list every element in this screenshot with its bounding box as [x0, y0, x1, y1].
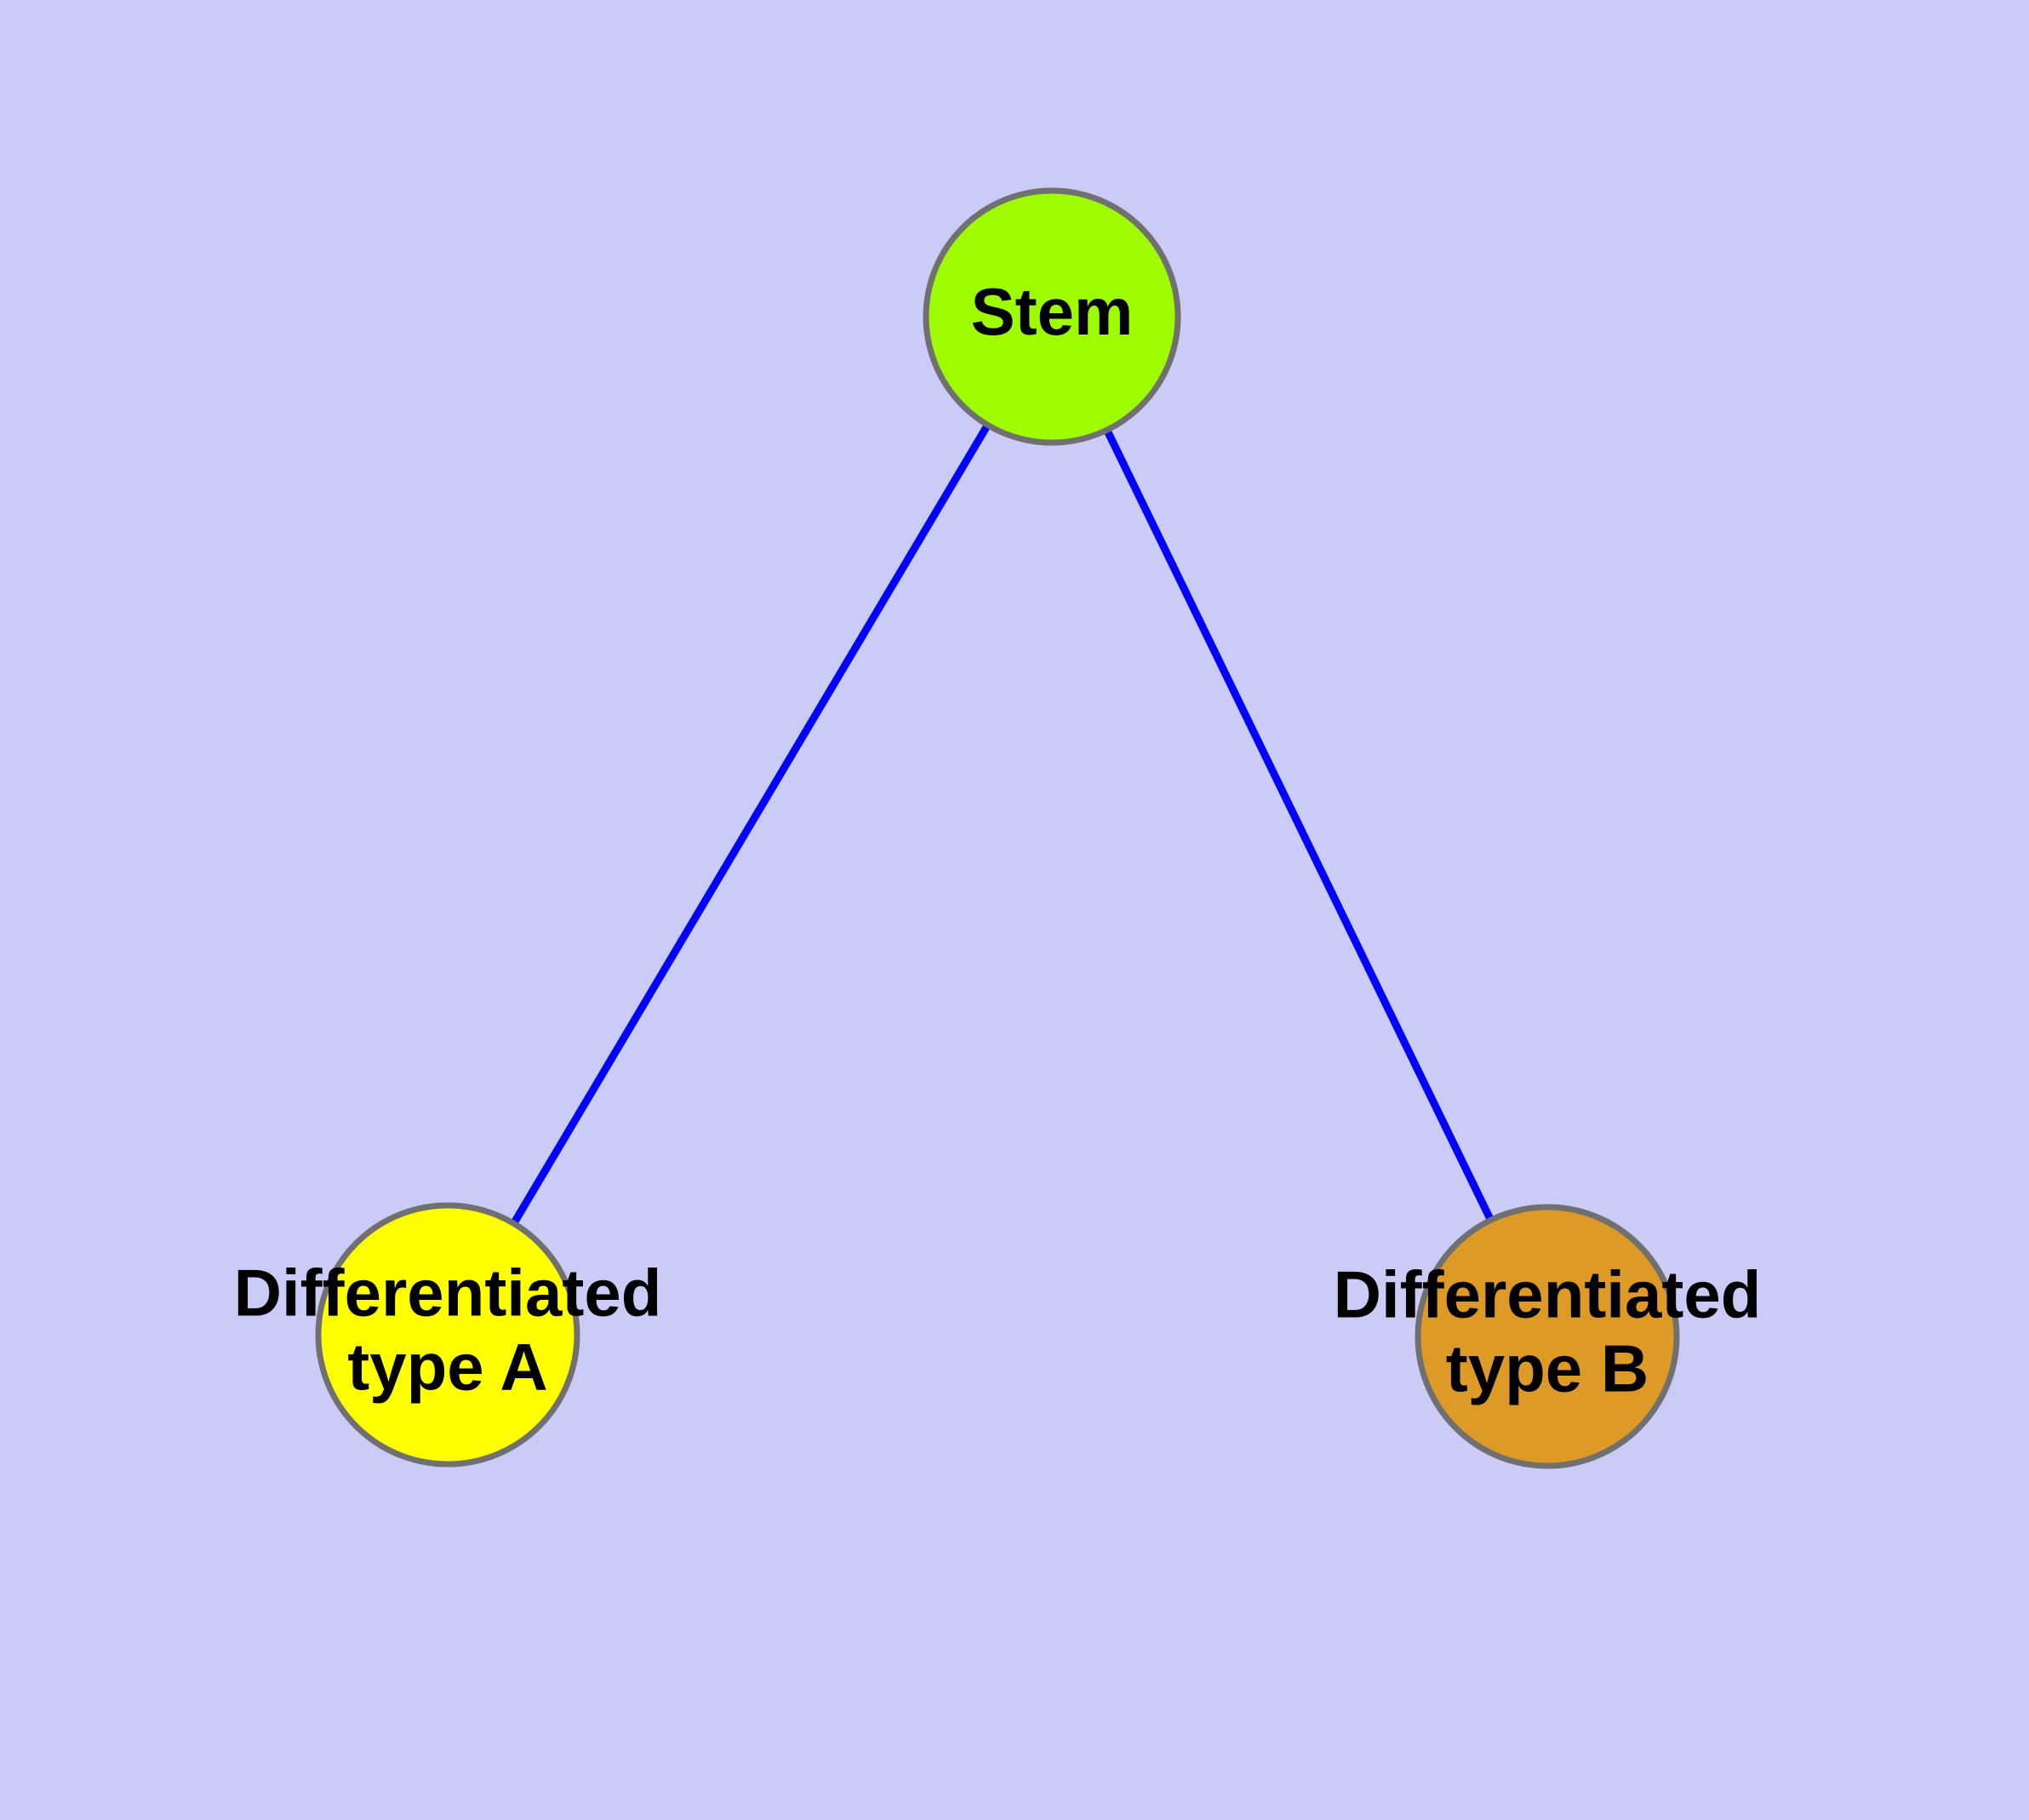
node-label-line: Differentiated	[1334, 1256, 1762, 1331]
node-label-stem: Stem	[971, 274, 1134, 349]
node-diff_a[interactable]	[315, 1202, 580, 1468]
node-label-line: type B	[1446, 1331, 1649, 1405]
nodes-layer	[315, 187, 1680, 1469]
node-stem[interactable]	[923, 187, 1181, 446]
node-diff_b[interactable]	[1415, 1204, 1680, 1469]
edge-stem-to-b[interactable]	[1102, 426, 1495, 1224]
node-label-line: type A	[347, 1329, 548, 1404]
edges-layer	[509, 421, 1495, 1228]
node-label-line: Differentiated	[234, 1255, 662, 1330]
edge-stem-to-a[interactable]	[509, 421, 992, 1228]
node-label-line: Stem	[971, 274, 1134, 349]
